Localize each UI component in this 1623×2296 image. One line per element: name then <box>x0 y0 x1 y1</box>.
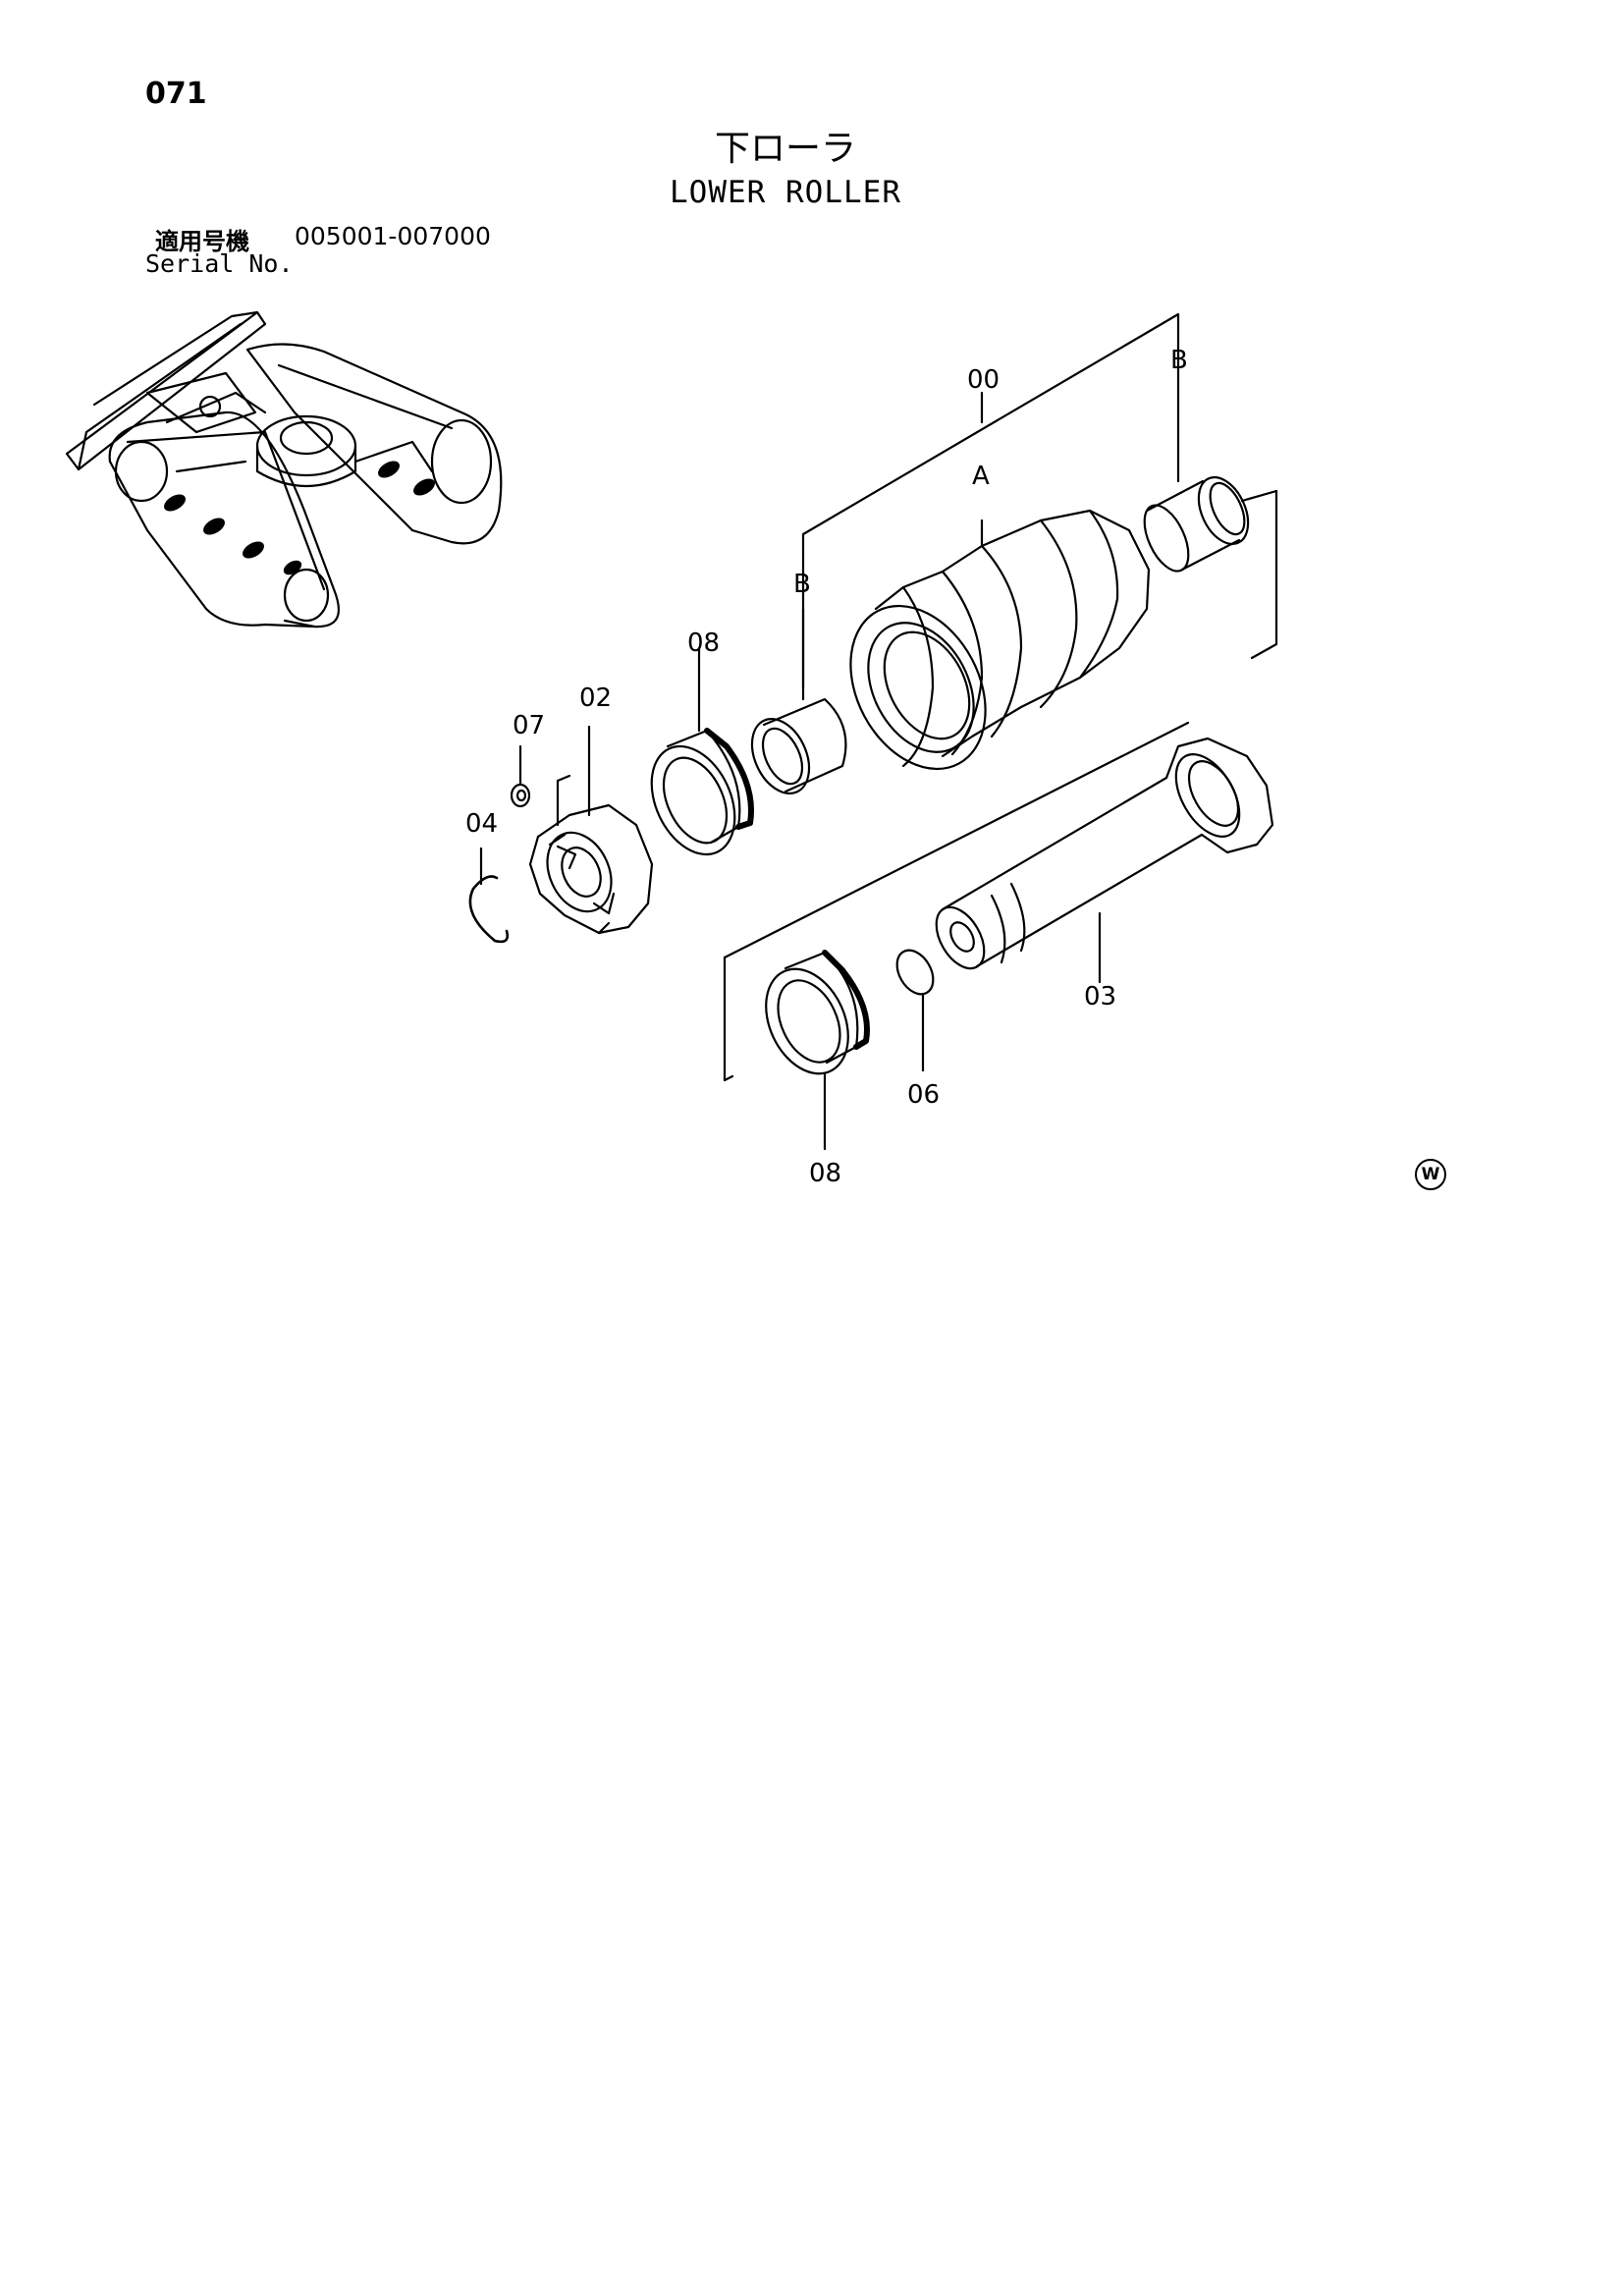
roller-body-part-a <box>849 509 1151 771</box>
callout-a: A <box>972 462 990 491</box>
bushing-b-left <box>750 607 847 794</box>
assembly-bottom-bracket <box>723 721 1190 1082</box>
o-ring-06 <box>895 949 935 1072</box>
undercarriage-overview-illustration <box>65 310 503 629</box>
callout-00: 00 <box>967 365 1001 395</box>
page-title-en: LOWER ROLLER <box>670 175 901 210</box>
bushing-b-right <box>1143 326 1250 573</box>
serial-range: 005001-007000 <box>295 222 491 250</box>
assembly-00-bracket <box>801 312 1278 689</box>
callout-06: 06 <box>907 1080 941 1110</box>
callout-b-top: B <box>1170 346 1188 375</box>
page-number: 071 <box>145 77 207 111</box>
floating-seal-08-bottom <box>765 950 870 1151</box>
callout-07: 07 <box>513 711 546 740</box>
circled-w-mark: W <box>1415 1159 1446 1190</box>
shaft-03 <box>935 737 1274 984</box>
callout-08-bottom: 08 <box>809 1159 842 1188</box>
callout-03: 03 <box>1084 982 1117 1011</box>
callout-08-top: 08 <box>687 629 721 658</box>
callout-04: 04 <box>465 809 499 839</box>
snap-ring-04 <box>468 847 510 944</box>
page-title-jp: 下ローラ <box>714 129 856 169</box>
serial-label-en: Serial No. <box>145 249 294 278</box>
callout-02: 02 <box>579 683 613 713</box>
callout-b-left: B <box>793 570 811 599</box>
plug-07 <box>510 744 531 808</box>
collar-02 <box>528 725 654 935</box>
serial-label-jp: 適用号機 <box>155 228 249 255</box>
floating-seal-08-top <box>650 646 754 856</box>
